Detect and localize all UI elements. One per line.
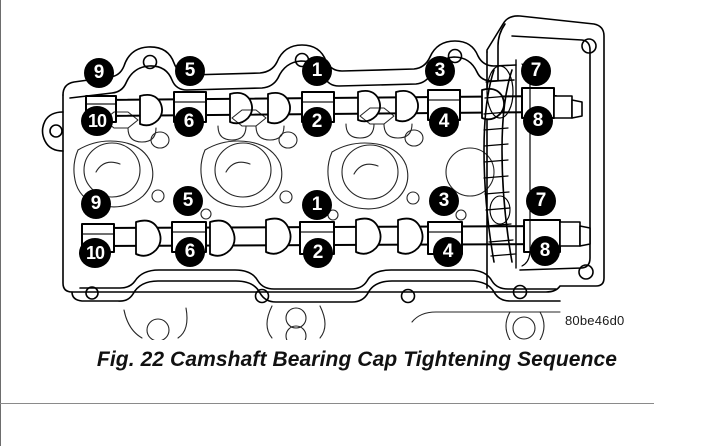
bolt-hole-bottom-2 <box>400 288 416 304</box>
deck-hole-2 <box>285 307 307 329</box>
sequence-marker-3-lower: 3 <box>429 186 459 216</box>
spark-plug-well-3 <box>353 163 379 175</box>
deck-hole-3 <box>285 325 307 340</box>
sequence-marker-6-upper: 6 <box>174 107 204 137</box>
page-left-border <box>0 0 1 446</box>
small-hole-c <box>406 191 420 205</box>
sequence-marker-4-lower: 4 <box>433 237 463 267</box>
sequence-marker-5-upper: 5 <box>175 56 205 86</box>
deck-detail-6 <box>505 311 511 340</box>
deck-hole-4 <box>512 316 536 340</box>
bolt-hole-tc-bot <box>578 264 594 280</box>
timing-chain-sprocket <box>483 65 516 263</box>
lower-cam-lobes <box>135 217 424 257</box>
sequence-marker-8-lower: 8 <box>530 236 560 266</box>
bolt-hole-bottom-1 <box>254 288 270 304</box>
sequence-marker-7-lower: 7 <box>526 186 556 216</box>
deck-detail-2 <box>177 307 188 339</box>
deck-detail-1 <box>123 309 143 339</box>
sequence-marker-8-upper: 8 <box>523 106 553 136</box>
port-ghost-4 <box>445 147 495 197</box>
bolt-hole-bottom-3 <box>512 284 528 300</box>
small-hole-d <box>200 208 212 220</box>
spark-plug-well-1 <box>95 161 121 173</box>
sequence-marker-2-upper: 2 <box>302 107 332 137</box>
figure-part-id: 80be46d0 <box>565 313 625 328</box>
sequence-marker-6-lower: 6 <box>175 237 205 267</box>
sequence-marker-4-upper: 4 <box>429 107 459 137</box>
sequence-marker-7-upper: 7 <box>521 56 551 86</box>
bolt-hole-tc-top <box>581 38 597 54</box>
bolt-hole-bottom-0 <box>85 286 99 300</box>
port-ghost-2 <box>214 142 272 198</box>
bolt-hole-top-1 <box>142 54 158 70</box>
timing-cover-shoulder <box>497 23 506 81</box>
small-hole-f <box>455 209 467 221</box>
timing-cover-inner-panel <box>511 35 591 271</box>
head-top-rail <box>62 40 517 96</box>
bolt-hole-top-3 <box>447 48 463 64</box>
deck-hole-1 <box>146 318 170 340</box>
sequence-marker-9-lower: 9 <box>81 189 111 219</box>
port-ghost-3 <box>341 144 399 200</box>
sequence-marker-1-upper: 1 <box>302 56 332 86</box>
sequence-marker-9-upper: 9 <box>84 58 114 88</box>
small-hole-a <box>151 189 165 203</box>
port-ghost-1 <box>83 142 141 198</box>
figure-caption: Fig. 22 Camshaft Bearing Cap Tightening … <box>96 348 618 371</box>
sprocket-hub <box>489 195 511 225</box>
small-hole-b <box>279 190 293 204</box>
sequence-marker-2-lower: 2 <box>303 238 333 268</box>
sequence-marker-5-lower: 5 <box>173 186 203 216</box>
head-left-ear <box>41 111 64 152</box>
sequence-marker-1-lower: 1 <box>302 190 332 220</box>
deck-detail-5 <box>411 311 561 323</box>
sequence-marker-10-upper: 10 <box>81 106 113 136</box>
sequence-marker-10-lower: 10 <box>79 238 111 268</box>
bolt-hole-left <box>49 124 63 138</box>
deck-detail-7 <box>539 311 545 340</box>
sequence-marker-3-upper: 3 <box>425 56 455 86</box>
chamber-boss-1 <box>73 140 154 208</box>
deck-detail-3 <box>266 305 273 339</box>
deck-detail-4 <box>319 305 326 339</box>
head-outer-outline <box>62 15 605 293</box>
head-bottom-rail-inner <box>79 269 557 290</box>
right-cap-tabs <box>553 95 591 247</box>
page-horizontal-rule <box>0 403 654 404</box>
chamber-boss-2 <box>200 140 283 208</box>
spark-plug-well-2 <box>225 161 251 173</box>
head-top-rail-inner <box>69 56 515 99</box>
sprocket-wheel <box>486 65 514 119</box>
cylinder-head-diagram <box>41 15 605 340</box>
chamber-boss-3 <box>327 142 409 210</box>
